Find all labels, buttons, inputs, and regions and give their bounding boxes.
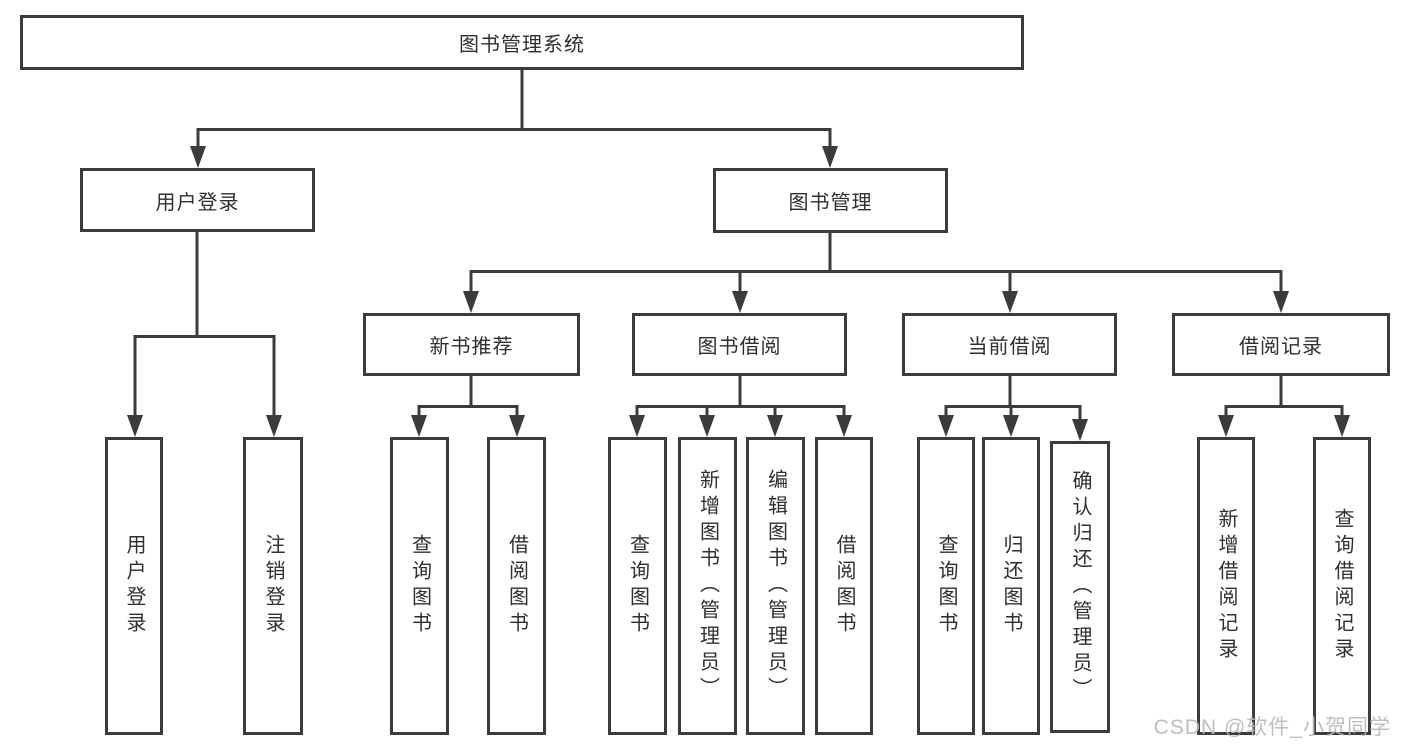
node-borrow-records-label: 借阅记录	[1239, 336, 1323, 358]
node-book-management: 图书管理	[713, 168, 948, 233]
leaf-query-books-current: 查询图书	[917, 437, 975, 735]
node-current-borrow-label: 当前借阅	[967, 336, 1052, 358]
leaf-borrow-books-newbook: 借阅图书	[487, 437, 546, 735]
leaf-logout-label: 注销登录	[262, 534, 284, 638]
leaf-query-books-newbook: 查询图书	[390, 437, 449, 735]
leaf-borrow-books: 借阅图书	[815, 437, 873, 735]
leaf-query-books-current-label: 查询图书	[935, 534, 957, 638]
leaf-query-borrow-record: 查询借阅记录	[1313, 437, 1371, 735]
leaf-add-books-admin: 新增图书（管理员）	[678, 437, 737, 735]
leaf-add-books-admin-label: 新增图书（管理员）	[696, 469, 719, 703]
node-book-borrow: 图书借阅	[632, 313, 847, 376]
leaf-edit-books-admin: 编辑图书（管理员）	[746, 437, 805, 735]
leaf-confirm-return-admin: 确认归还（管理员）	[1050, 441, 1110, 733]
leaf-add-borrow-record-label: 新增借阅记录	[1215, 508, 1237, 664]
leaf-return-books: 归还图书	[982, 437, 1040, 735]
node-book-borrow-label: 图书借阅	[697, 336, 782, 358]
leaf-borrow-books-label: 借阅图书	[833, 534, 855, 638]
node-new-book-recommend-label: 新书推荐	[429, 336, 514, 358]
node-book-management-label: 图书管理	[788, 192, 873, 214]
leaf-query-books-newbook-label: 查询图书	[408, 534, 431, 638]
node-user-login: 用户登录	[80, 168, 315, 232]
node-root: 图书管理系统	[20, 15, 1024, 70]
leaf-user-login: 用户登录	[105, 437, 163, 735]
leaf-return-books-label: 归还图书	[1000, 534, 1022, 638]
leaf-edit-books-admin-label: 编辑图书（管理员）	[764, 469, 787, 703]
leaf-query-books-borrow: 查询图书	[608, 437, 667, 735]
leaf-query-books-borrow-label: 查询图书	[626, 534, 649, 638]
node-user-login-label: 用户登录	[155, 191, 240, 214]
leaf-add-borrow-record: 新增借阅记录	[1197, 437, 1255, 735]
node-root-label: 图书管理系统	[459, 34, 585, 56]
leaf-logout: 注销登录	[243, 437, 303, 735]
leaf-confirm-return-admin-label: 确认归还（管理员）	[1069, 470, 1091, 704]
node-current-borrow: 当前借阅	[902, 313, 1117, 376]
node-borrow-records: 借阅记录	[1172, 313, 1390, 376]
leaf-user-login-label: 用户登录	[123, 534, 145, 638]
node-new-book-recommend: 新书推荐	[363, 313, 580, 376]
watermark-text: CSDN @软件_小贺同学	[1153, 716, 1391, 739]
leaf-borrow-books-newbook-label: 借阅图书	[505, 534, 528, 638]
leaf-query-borrow-record-label: 查询借阅记录	[1331, 508, 1353, 664]
